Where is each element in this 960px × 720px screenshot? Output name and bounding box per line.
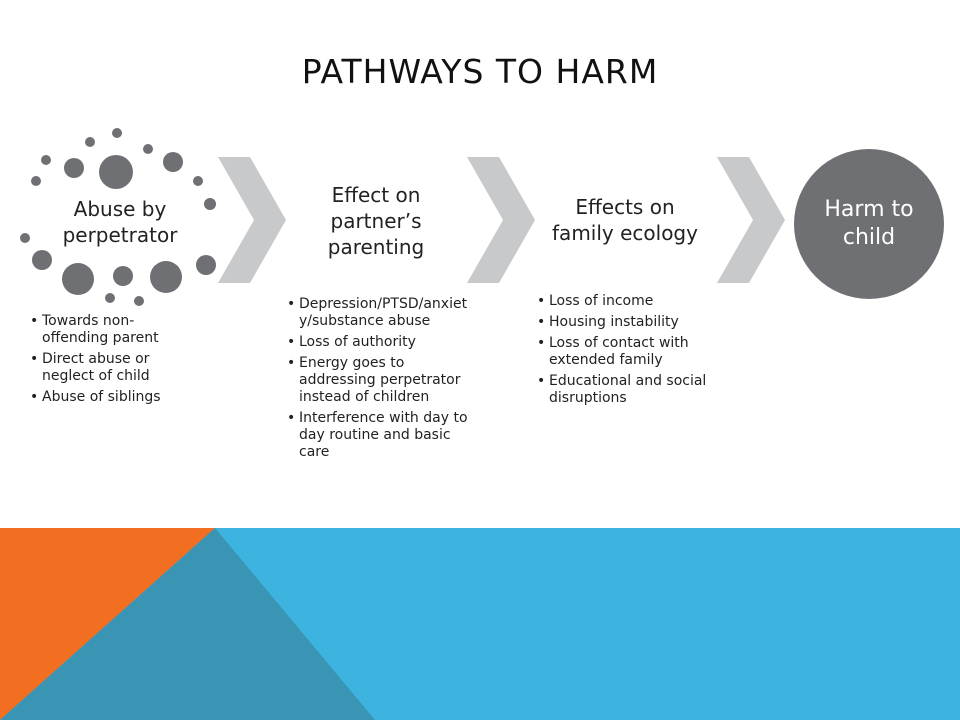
step-label-line: family ecology	[552, 221, 698, 245]
chevron-arrow-3	[717, 157, 785, 283]
list-item: Depression/PTSD/anxiety/substance abuse	[287, 296, 469, 330]
dot	[150, 261, 182, 293]
step-label-effect-on-parenting: Effect on partner’s parenting	[296, 182, 456, 260]
diagram-graphics	[20, 128, 785, 306]
outcome-label-line: Harm to	[824, 197, 914, 222]
outcome-circle	[794, 149, 944, 299]
step-label-line: parenting	[327, 235, 425, 259]
list-item: Educational and social disruptions	[537, 373, 717, 407]
dot	[196, 255, 216, 275]
band-teal	[0, 528, 375, 720]
step-bullets-ecology: Loss of income Housing instability Loss …	[537, 293, 717, 411]
dot	[193, 176, 203, 186]
list-item: Energy goes to addressing perpetrator in…	[287, 355, 469, 406]
dot	[20, 233, 30, 243]
list-item: Loss of contact with extended family	[537, 335, 717, 369]
list-item: Loss of authority	[287, 334, 469, 351]
dot	[113, 266, 133, 286]
chevron-arrow-1	[218, 157, 286, 283]
dot	[112, 128, 122, 138]
dot	[99, 155, 133, 189]
list-item: Towards non-offending parent	[30, 313, 180, 347]
step-label-line: partner’s	[330, 209, 422, 233]
step-label-family-ecology: Effects on family ecology	[540, 194, 710, 246]
list-item: Direct abuse or neglect of child	[30, 351, 180, 385]
step-bullets-abuse: Towards non-offending parent Direct abus…	[30, 313, 180, 410]
dot	[204, 198, 216, 210]
dot	[85, 137, 95, 147]
list-item: Interference with day to day routine and…	[287, 410, 469, 461]
dot	[64, 158, 84, 178]
step-label-line: Effects on	[575, 195, 675, 219]
dot	[62, 263, 94, 295]
dot	[105, 293, 115, 303]
list-item: Loss of income	[537, 293, 717, 310]
outcome-label-line: child	[842, 225, 896, 250]
step-label-line: Abuse by	[73, 197, 167, 221]
list-item: Abuse of siblings	[30, 389, 180, 406]
outcome-label-harm-to-child: Harm to child	[794, 196, 944, 252]
dot	[143, 144, 153, 154]
list-item: Housing instability	[537, 314, 717, 331]
dot	[163, 152, 183, 172]
step-bullets-parenting: Depression/PTSD/anxiety/substance abuse …	[287, 296, 469, 465]
dot	[41, 155, 51, 165]
step-label-line: perpetrator	[62, 223, 178, 247]
dot	[31, 176, 41, 186]
dot-ring	[20, 128, 216, 306]
decorative-bottom-band	[0, 528, 960, 720]
chevron-arrow-2	[467, 157, 535, 283]
step-label-abuse-by-perpetrator: Abuse by perpetrator	[40, 196, 200, 248]
page-title: PATHWAYS TO HARM	[301, 52, 659, 91]
dot	[134, 296, 144, 306]
step-label-line: Effect on	[331, 183, 421, 207]
dot	[32, 250, 52, 270]
